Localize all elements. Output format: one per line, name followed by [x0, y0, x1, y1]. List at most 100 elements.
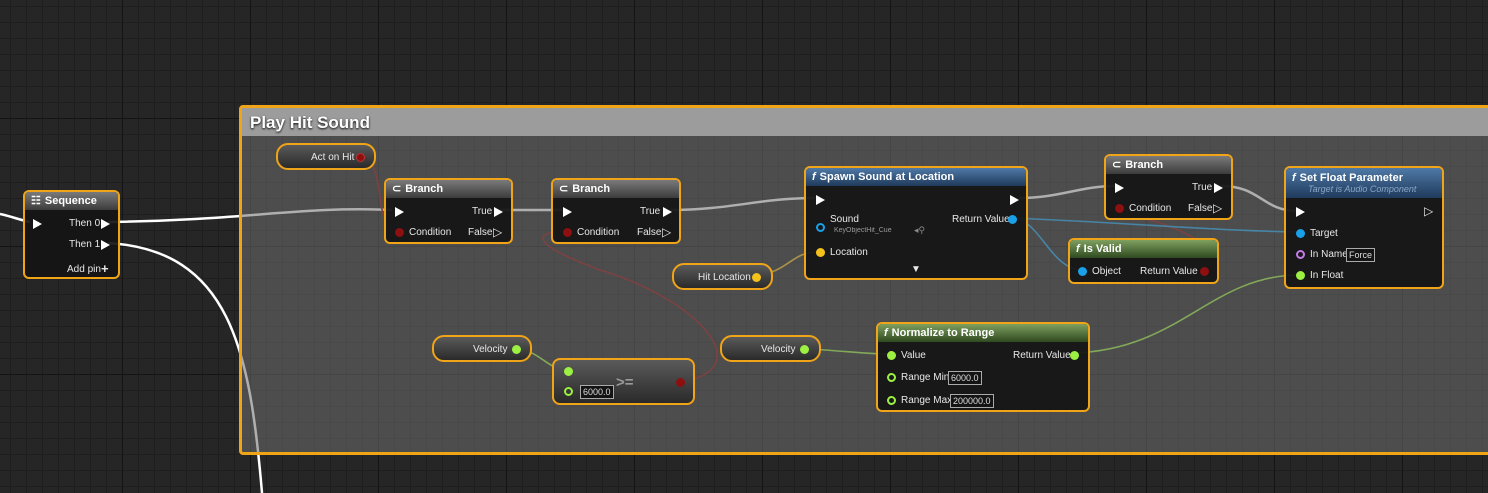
velocity-node-2[interactable]: Velocity: [720, 335, 821, 362]
normalize-value-label: Value: [901, 350, 926, 361]
branch3-false-label: False: [1188, 203, 1213, 214]
normalize-value-pin[interactable]: [887, 351, 896, 360]
act-on-hit-node[interactable]: Act on Hit: [276, 143, 376, 170]
set-float-exec-in[interactable]: [1296, 207, 1305, 217]
sequence-icon: ☷: [31, 195, 41, 207]
set-float-in-name-field[interactable]: Force: [1346, 248, 1376, 262]
velocity1-label: Velocity: [473, 344, 508, 355]
is-valid-title: Is Valid: [1083, 243, 1122, 255]
branch2-header: ⊂Branch: [553, 180, 679, 198]
is-valid-object-label: Object: [1092, 266, 1121, 277]
normalize-range-max-label: Range Max: [901, 395, 953, 406]
set-float-title: Set Float Parameter: [1299, 172, 1403, 184]
velocity2-out-pin[interactable]: [800, 345, 809, 354]
set-float-in-float-pin[interactable]: [1296, 271, 1305, 280]
compare-out-pin[interactable]: [676, 378, 685, 387]
sequence-title: Sequence: [44, 195, 97, 207]
branch3-true-label: True: [1192, 182, 1213, 193]
branch-node-2[interactable]: ⊂Branch True Condition False ▷: [551, 178, 681, 244]
spawn-sound-value[interactable]: KeyObjectHit_Cue: [834, 227, 892, 234]
branch3-condition-pin[interactable]: [1115, 204, 1124, 213]
normalize-range-min-field[interactable]: 6000.0: [948, 371, 982, 385]
branch-node-1[interactable]: ⊂Branch True Condition False ▷: [384, 178, 513, 244]
branch3-false-hollow-icon[interactable]: ▷: [1213, 201, 1223, 215]
branch1-false-label: False: [468, 227, 493, 238]
branch-icon: ⊂: [392, 183, 402, 195]
branch1-condition-pin[interactable]: [395, 228, 404, 237]
add-pin-icon[interactable]: +: [101, 261, 109, 276]
spawn-sound-label: Sound: [830, 214, 859, 225]
compare-value-field[interactable]: 6000.0: [580, 385, 614, 399]
velocity-node-1[interactable]: Velocity: [432, 335, 532, 362]
comment-box[interactable]: Play Hit Sound: [239, 105, 1488, 455]
then0-label: Then 0: [69, 218, 101, 229]
spawn-exec-in[interactable]: [816, 195, 825, 205]
branch1-header: ⊂Branch: [386, 180, 511, 198]
compare-b-pin[interactable]: [564, 387, 573, 396]
spawn-return-pin[interactable]: [1008, 215, 1017, 224]
branch1-true-pin[interactable]: [494, 207, 503, 217]
spawn-location-pin[interactable]: [816, 248, 825, 257]
spawn-return-label: Return Value: [952, 214, 1010, 225]
compare-a-pin[interactable]: [564, 367, 573, 376]
sequence-node[interactable]: ☷Sequence Then 0 Then 1 Add pin +: [23, 190, 120, 279]
normalize-return-label: Return Value: [1013, 350, 1071, 361]
add-pin-label[interactable]: Add pin: [67, 264, 101, 275]
branch2-false-hollow-icon[interactable]: ▷: [662, 225, 672, 239]
normalize-range-min-pin[interactable]: [887, 373, 896, 382]
normalize-range-min-label: Range Min: [901, 372, 950, 383]
spawn-exec-out[interactable]: [1010, 195, 1019, 205]
branch1-false-hollow-icon[interactable]: ▷: [493, 225, 503, 239]
set-float-target-pin[interactable]: [1296, 229, 1305, 238]
hit-location-label: Hit Location: [698, 272, 751, 283]
velocity2-label: Velocity: [761, 344, 796, 355]
set-float-in-float-label: In Float: [1310, 270, 1344, 281]
normalize-title: Normalize to Range: [891, 327, 995, 339]
branch3-exec-in[interactable]: [1115, 183, 1124, 193]
branch-node-3[interactable]: ⊂Branch True Condition False ▷: [1104, 154, 1233, 220]
compare-operator: >=: [616, 374, 634, 391]
function-icon: f: [1076, 243, 1080, 255]
spawn-sound-pin[interactable]: [816, 223, 825, 232]
then0-pin[interactable]: [101, 219, 110, 229]
is-valid-object-pin[interactable]: [1078, 267, 1087, 276]
branch2-exec-in[interactable]: [563, 207, 572, 217]
branch1-title: Branch: [405, 183, 444, 195]
set-float-in-name-pin[interactable]: [1296, 250, 1305, 259]
branch2-condition-label: Condition: [577, 227, 620, 238]
spawn-sound-title: Spawn Sound at Location: [819, 171, 955, 183]
asset-browse-icon[interactable]: ◂⚲: [914, 225, 926, 235]
branch1-exec-in[interactable]: [395, 207, 404, 217]
then1-pin[interactable]: [101, 240, 110, 250]
set-float-exec-out-icon[interactable]: ▷: [1424, 204, 1434, 218]
spawn-location-label: Location: [830, 247, 868, 258]
branch1-condition-label: Condition: [409, 227, 452, 238]
branch3-true-pin[interactable]: [1214, 183, 1223, 193]
branch2-condition-pin[interactable]: [563, 228, 572, 237]
is-valid-return-pin[interactable]: [1200, 267, 1209, 276]
is-valid-return-label: Return Value: [1140, 266, 1198, 277]
function-icon: f: [812, 171, 816, 183]
branch2-true-pin[interactable]: [663, 207, 672, 217]
act-on-hit-out-pin[interactable]: [356, 153, 365, 162]
act-on-hit-label: Act on Hit: [311, 152, 355, 163]
branch-icon: ⊂: [1112, 159, 1122, 171]
normalize-return-pin[interactable]: [1070, 351, 1079, 360]
hit-location-out-pin[interactable]: [752, 273, 761, 282]
expand-arrow-icon[interactable]: ▼: [911, 264, 921, 275]
branch2-true-label: True: [640, 206, 661, 217]
velocity1-out-pin[interactable]: [512, 345, 521, 354]
comment-title[interactable]: Play Hit Sound: [242, 108, 1488, 136]
exec-in-pin[interactable]: [33, 219, 42, 229]
compare-node[interactable]: 6000.0 >=: [552, 358, 695, 405]
normalize-range-max-field[interactable]: 200000.0: [950, 394, 994, 408]
normalize-range-max-pin[interactable]: [887, 396, 896, 405]
hit-location-node[interactable]: Hit Location: [672, 263, 773, 290]
